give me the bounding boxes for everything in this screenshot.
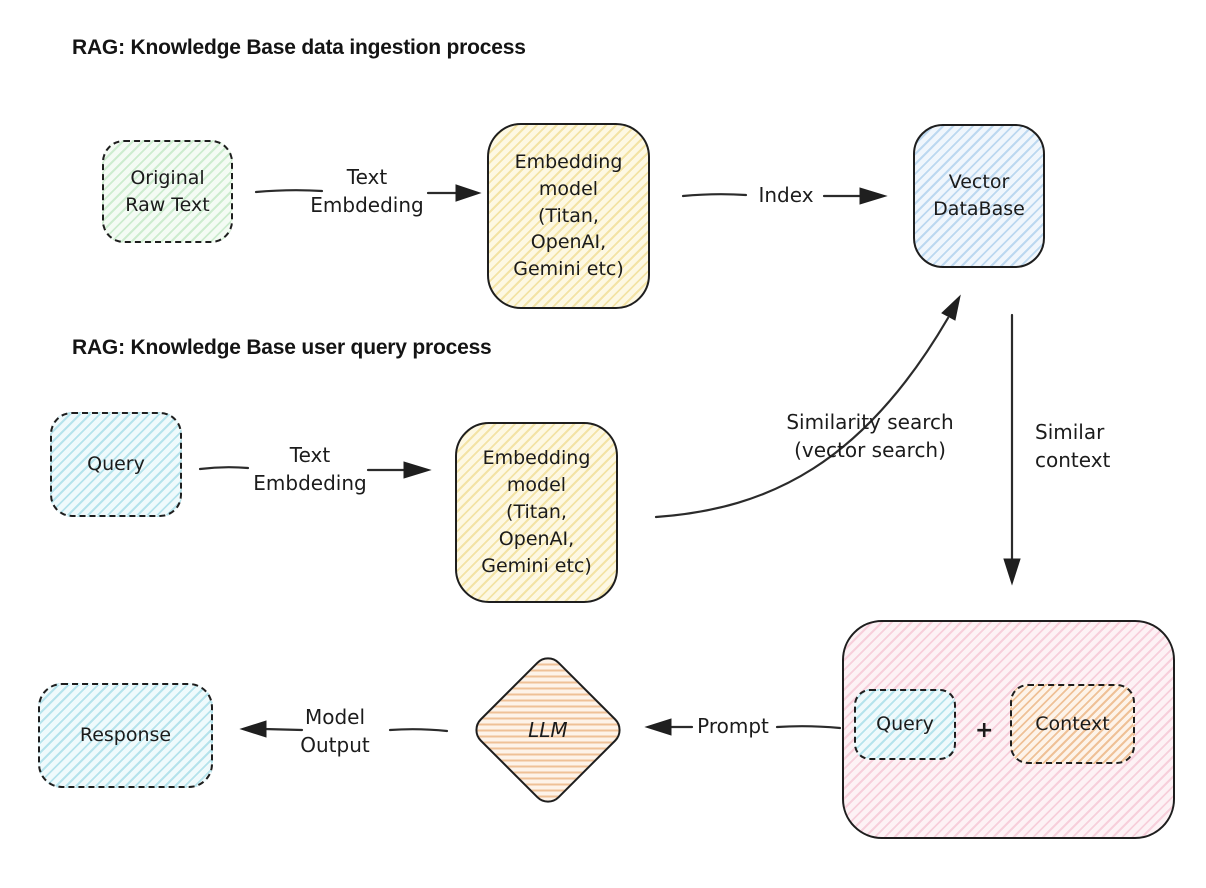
- arrow-similarity-search: [654, 294, 961, 519]
- similarity-search-label: Similarity search (vector search): [786, 410, 954, 462]
- query-label: Query: [87, 453, 145, 476]
- node-embedding-model-query: Embedding model (Titan, OpenAI, Gemini e…: [455, 422, 618, 603]
- llm-label: LLM: [528, 717, 568, 742]
- embedding-model-query-label: Embedding model (Titan, OpenAI, Gemini e…: [481, 447, 592, 577]
- prompt-context-label: Context: [1035, 712, 1110, 735]
- model-output-label: Model Output: [300, 705, 370, 757]
- prompt-label: Prompt: [697, 714, 769, 738]
- embedding-model-ingest-label: Embedding model (Titan, OpenAI, Gemini e…: [513, 150, 624, 281]
- prompt-query-label: Query: [876, 713, 934, 736]
- similar-context-label: Similar context: [1035, 420, 1111, 472]
- node-vector-database: Vector DataBase: [913, 124, 1045, 268]
- node-original-raw-text: Original Raw Text: [102, 140, 233, 243]
- node-response: Response: [38, 683, 213, 788]
- response-label: Response: [79, 724, 172, 747]
- text-embedding-query-label: Text Embdeding: [253, 443, 367, 495]
- node-embedding-model-ingest: Embedding model (Titan, OpenAI, Gemini e…: [487, 123, 650, 309]
- vector-database-label: Vector DataBase: [933, 171, 1025, 220]
- node-query: Query: [50, 412, 182, 517]
- index-label: Index: [758, 183, 814, 207]
- arrow-similar-context: [1003, 313, 1021, 586]
- user-query-process-title: RAG: Knowledge Base user query process: [72, 336, 492, 359]
- original-raw-text-label: Original Raw Text: [125, 166, 210, 216]
- node-prompt-context: Context: [1010, 684, 1135, 764]
- ingestion-process-title: RAG: Knowledge Base data ingestion proce…: [72, 36, 526, 59]
- node-llm: LLM: [468, 650, 628, 810]
- node-prompt-query: Query: [854, 689, 956, 760]
- plus-sign: +: [975, 718, 994, 743]
- node-prompt-group: Query + Context: [842, 620, 1175, 839]
- text-embedding-ingest-label: Text Embdeding: [310, 165, 424, 217]
